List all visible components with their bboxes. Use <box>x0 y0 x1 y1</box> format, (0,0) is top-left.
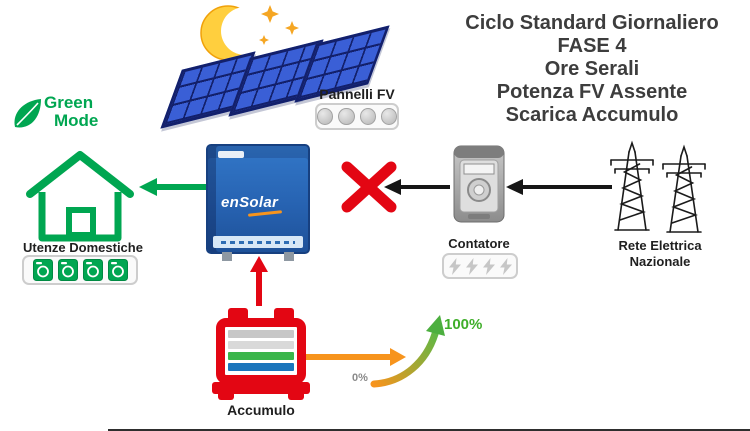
battery-foot <box>288 393 304 400</box>
panels-label: Pannelli FV <box>319 86 395 102</box>
pylon-tower <box>610 140 654 231</box>
battery-stripe <box>228 330 294 338</box>
grid-label-line-2: Nazionale <box>629 254 691 269</box>
bolt-icon <box>448 257 461 275</box>
green-mode-text-2: Mode <box>54 111 99 130</box>
meter-label: Contatore <box>448 236 510 251</box>
led-off-icon <box>338 108 355 125</box>
arrow-grid-to-meter <box>506 179 612 195</box>
appliance-icon <box>32 259 53 281</box>
title-line-2: FASE 4 <box>557 35 627 57</box>
appliance-icon <box>57 259 78 281</box>
led-off-icon <box>359 108 376 125</box>
soc-swoosh-arrow <box>370 315 445 388</box>
stars-icon <box>259 5 299 45</box>
battery-stripe <box>228 363 294 371</box>
inverter-foot <box>284 252 294 261</box>
battery-label: Accumulo <box>227 402 295 418</box>
bottom-border-line <box>108 429 750 431</box>
battery-foot <box>218 393 234 400</box>
led-off-icon <box>380 108 397 125</box>
house-label: Utenze Domestiche <box>23 240 143 255</box>
appliances-panel <box>22 255 138 285</box>
grid-label: Rete Elettrica Nazionale <box>598 238 722 270</box>
inverter-brand: enSolar <box>221 194 279 211</box>
inverter-foot <box>222 252 232 261</box>
line-meter-to-inverter <box>384 179 450 195</box>
green-mode-logo: Green Mode <box>44 94 98 130</box>
house-icon <box>26 151 134 242</box>
battery-body <box>216 318 306 384</box>
battery-stripe <box>228 352 294 360</box>
title-line-5: Scarica Accumulo <box>505 104 679 126</box>
led-off-icon <box>317 108 334 125</box>
arrow-battery-to-inverter <box>250 256 268 306</box>
arrow-battery-discharge <box>300 348 406 366</box>
title-block: Ciclo Standard Giornaliero FASE 4 Ore Se… <box>438 12 746 127</box>
green-mode-text-1: Green <box>44 93 94 112</box>
moon-icon <box>200 5 260 61</box>
bolt-icon <box>482 257 495 275</box>
grid-label-line-1: Rete Elettrica <box>618 238 702 253</box>
meter-icon <box>453 145 505 223</box>
title-line-4: Potenza FV Assente <box>496 81 688 103</box>
pylons-icon <box>610 140 706 233</box>
inverter-brand-swoosh <box>247 210 283 217</box>
battery-stripe <box>228 341 294 349</box>
leaf-icon <box>14 99 41 128</box>
soc-0-label: 0% <box>352 372 368 384</box>
appliance-icon <box>107 259 128 281</box>
pylon-tower <box>662 144 706 233</box>
soc-100-label: 100% <box>444 316 483 333</box>
meter-status-indicator <box>442 253 518 279</box>
battery-base <box>212 382 310 394</box>
bolt-icon <box>465 257 478 275</box>
blocked-x-icon <box>341 161 397 213</box>
appliance-icon <box>82 259 103 281</box>
arrow-inverter-to-house <box>139 178 208 196</box>
inverter-label-strip <box>213 236 303 248</box>
battery-icon <box>212 308 310 400</box>
title-line-1: Ciclo Standard Giornaliero <box>465 12 719 34</box>
title-line-3: Ore Serali <box>544 58 640 80</box>
bolt-icon <box>499 257 512 275</box>
inverter-logo-chip <box>218 151 244 158</box>
pv-status-indicator <box>315 103 399 130</box>
inverter-unit: enSolar <box>206 144 310 261</box>
